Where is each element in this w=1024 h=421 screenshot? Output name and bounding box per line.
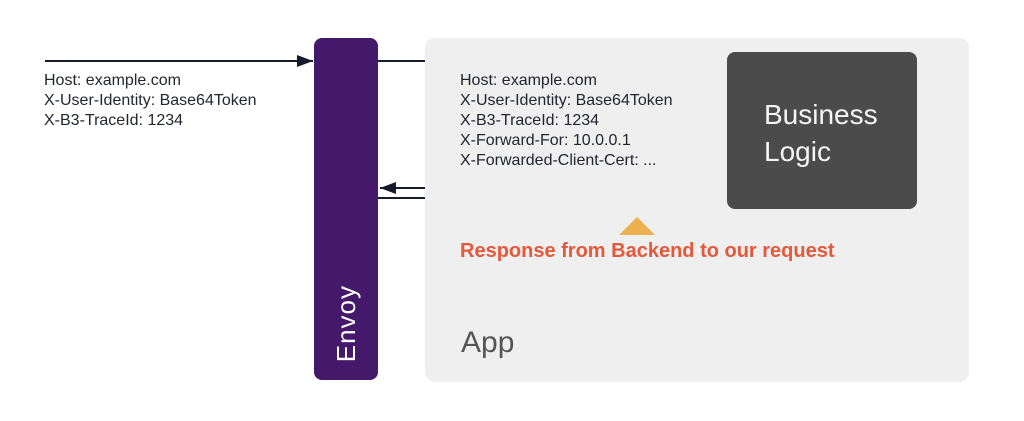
header-line-user-identity: X-User-Identity: Base64Token [44,92,257,109]
header-line-host: Host: example.com [460,72,597,89]
annotation-pointer-triangle-icon [619,217,655,235]
header-line-trace-id: X-B3-TraceId: 1234 [460,112,600,129]
proxied-request-headers: Host: example.com X-User-Identity: Base6… [460,71,673,171]
header-line-forwarded-client-cert: X-Forwarded-Client-Cert: ... [460,152,657,169]
envoy-proxy-bar: Envoy [314,38,378,380]
business-logic-box: Business Logic [727,52,917,209]
header-line-forward-for: X-Forward-For: 10.0.0.1 [460,132,631,149]
header-line-host: Host: example.com [44,72,181,89]
business-logic-label: Business Logic [764,99,878,167]
client-request-headers: Host: example.com X-User-Identity: Base6… [44,71,257,131]
app-label: App [461,326,515,359]
annotation-text: Response from Backend to our request [460,240,835,262]
header-line-trace-id: X-B3-TraceId: 1234 [44,112,184,129]
envoy-label: Envoy [330,284,361,362]
app-container: Host: example.com X-User-Identity: Base6… [425,38,969,382]
header-line-user-identity: X-User-Identity: Base64Token [460,92,673,109]
